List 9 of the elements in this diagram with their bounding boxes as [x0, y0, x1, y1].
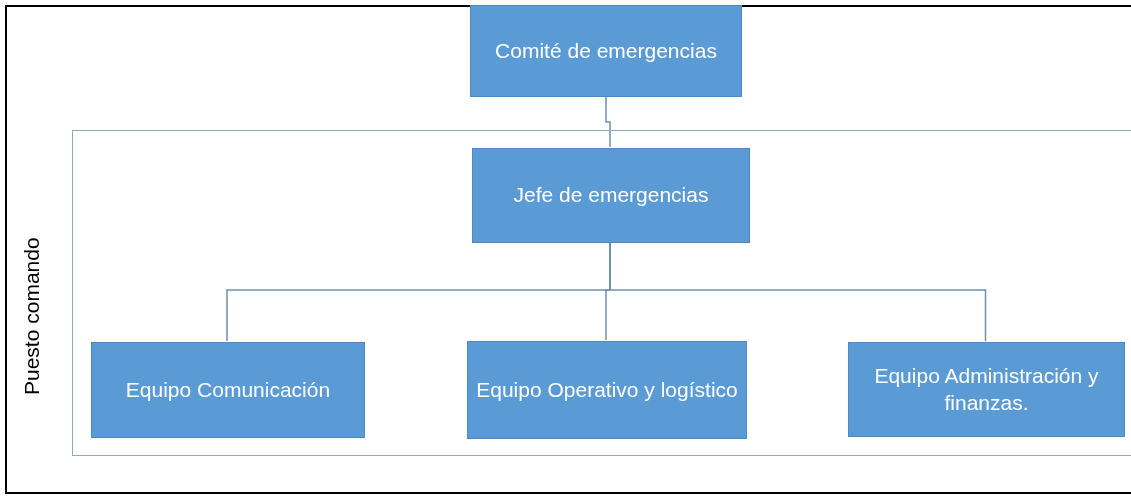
org-box: Equipo Administración y finanzas.	[848, 342, 1125, 437]
org-box: Equipo Operativo y logístico	[467, 341, 747, 439]
org-box: Jefe de emergencias	[472, 148, 750, 243]
org-box: Equipo Comunicación	[91, 342, 365, 438]
group-frame	[72, 130, 1131, 456]
group-label: Puesto comando	[20, 237, 44, 395]
connector-line	[605, 96, 611, 148]
org-box: Comité de emergencias	[470, 5, 742, 97]
connector-line	[609, 241, 987, 342]
